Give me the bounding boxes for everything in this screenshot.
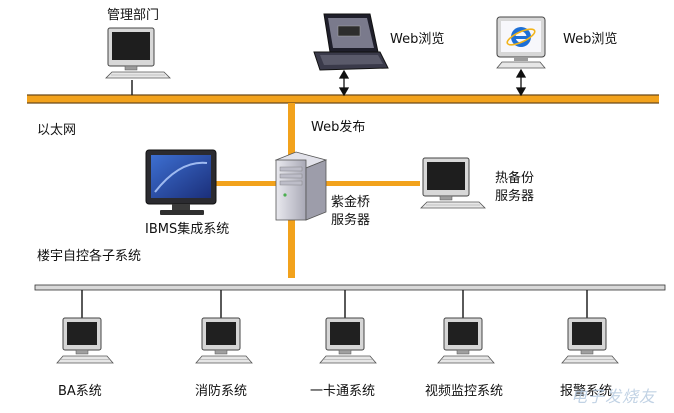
- label-card-system: 一卡通系统: [310, 384, 376, 399]
- watermark: 电子发烧友: [570, 387, 656, 406]
- desktop-computer-icon: [437, 317, 495, 364]
- label-video-system: 视频监控系统: [425, 384, 504, 399]
- ethernet-bus: [27, 94, 659, 104]
- label-ibms-system: IBMS集成系统: [145, 222, 230, 237]
- label-web-browse-1: Web浏览: [390, 32, 445, 47]
- desktop-computer-icon: [420, 157, 486, 209]
- desktop-computer-icon: [319, 317, 377, 364]
- label-zijinqiao-server: 紫金桥 服务器: [331, 195, 371, 228]
- subsystem-bus: [34, 284, 666, 291]
- arrow-updown-icon: [338, 69, 350, 97]
- label-building-subsystems: 楼宇自控各子系统: [37, 249, 142, 264]
- desktop-computer-icon: [561, 317, 619, 364]
- label-web-publish: Web发布: [311, 120, 366, 135]
- label-hot-backup-server: 热备份 服务器: [495, 171, 535, 204]
- ie-browser-icon: [496, 16, 546, 69]
- label-ethernet: 以太网: [37, 123, 77, 138]
- label-fire-system: 消防系统: [195, 384, 248, 399]
- label-management-dept: 管理部门: [107, 8, 160, 23]
- backup-link: [323, 181, 420, 186]
- desktop-computer-icon: [105, 27, 171, 79]
- label-alarm-system: 报警系统: [560, 384, 613, 399]
- label-ba-system: BA系统: [58, 384, 102, 399]
- ibms-link: [214, 181, 278, 186]
- desktop-computer-icon: [195, 317, 253, 364]
- laptop-computer-icon: [313, 13, 389, 71]
- desktop-computer-icon: [145, 149, 217, 215]
- subsystem-drops: [81, 290, 588, 318]
- label-web-browse-2: Web浏览: [563, 32, 618, 47]
- server-tower-icon: [274, 151, 328, 221]
- arrow-updown-icon: [515, 68, 527, 97]
- desktop-computer-icon: [56, 317, 114, 364]
